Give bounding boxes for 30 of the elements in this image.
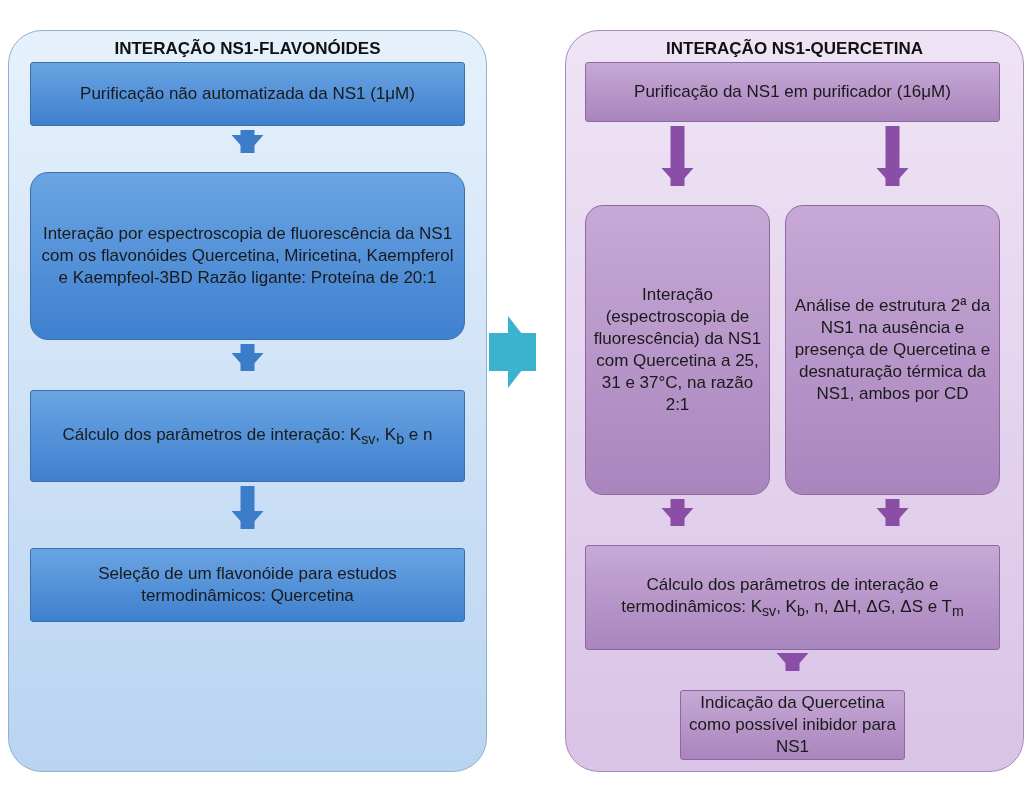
- arrow: [231, 344, 264, 371]
- step-text: Seleção de um flavonóide para estudos termodinâmicos: Quercetina: [98, 563, 397, 605]
- step-text: Cálculo dos parâmetros de interação e termodinâmicos: K$_{sv}$, K$_{b}$, n, ΔH, ΔG, ΔS e T$_{m}$: [621, 575, 964, 617]
- step-text: Cálculo dos parâmetros de interação: K$_{sv}$, K$_{b}$ e n: [62, 424, 433, 444]
- step-text: Interação por espectroscopia de fluorescência da NS1 com os flavonóides Quercetina, Miricetina, Kaempferol e Kaempfeol-3BD Razão ligante: Proteína de 20:1: [41, 223, 454, 288]
- arrow: [231, 130, 264, 153]
- process-box: [30, 172, 465, 340]
- process-box: [30, 548, 465, 622]
- panel-title: INTERAÇÃO NS1-QUERCETINA: [666, 39, 923, 58]
- panel: [8, 30, 487, 772]
- step-text: Interação (espectroscopia de fluorescência) da NS1 com Quercetina a 25, 31 e 37°C, na razão 2:1: [593, 284, 762, 415]
- process-box: [30, 62, 465, 126]
- arrow: [661, 126, 694, 186]
- arrow: [876, 499, 909, 526]
- arrow: [876, 126, 909, 186]
- step-text: Indicação da Quercetina como possível inibidor para NS1: [689, 692, 896, 757]
- arrow: [776, 653, 809, 671]
- panel: [565, 30, 1024, 772]
- step-text: Purificação não automatizada da NS1 (1μM): [80, 83, 415, 103]
- step-text: Análise de estrutura 2ª da NS1 na ausência e presença de Quercetina e desnaturação térmica da NS1, ambos por CD: [794, 295, 991, 404]
- arrow: [661, 499, 694, 526]
- process-box: [585, 545, 1000, 650]
- arrow: [231, 486, 264, 529]
- arrow: [489, 316, 536, 388]
- panel-title: INTERAÇÃO NS1-FLAVONÓIDES: [114, 39, 381, 58]
- process-box: [585, 62, 1000, 122]
- step-text: Purificação da NS1 em purificador (16μM): [634, 81, 951, 101]
- process-box: [585, 205, 770, 495]
- process-box: [30, 390, 465, 482]
- process-box: [785, 205, 1000, 495]
